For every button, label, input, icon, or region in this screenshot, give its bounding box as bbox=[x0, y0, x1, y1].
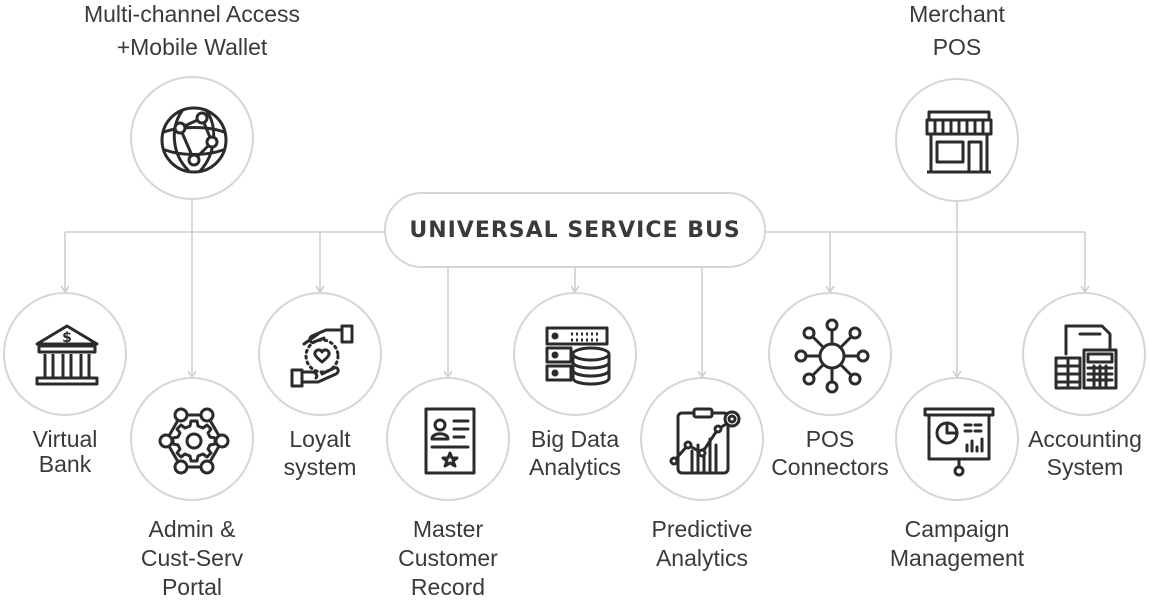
admin-portal-label: Admin & Cust-Serv Portal bbox=[140, 516, 244, 600]
database-server-icon bbox=[545, 326, 611, 386]
predictive-analytics-node bbox=[640, 377, 764, 501]
multichannel-node bbox=[130, 76, 254, 200]
pos-connectors-label: POS Connectors bbox=[771, 426, 889, 480]
analytics-clipboard-icon bbox=[669, 407, 741, 475]
hub-connectors-icon bbox=[794, 318, 870, 394]
accounting-system-label: Accounting System bbox=[1028, 426, 1142, 480]
pos-connectors-node bbox=[768, 292, 892, 416]
loyalty-system-node bbox=[258, 292, 382, 416]
admin-portal-node bbox=[130, 377, 254, 501]
universal-service-bus: UNIVERSAL SERVICE BUS bbox=[384, 192, 766, 268]
hexagon-gear-icon bbox=[158, 407, 230, 475]
virtual-bank-label: Virtual Bank bbox=[32, 426, 98, 477]
storefront-icon bbox=[925, 110, 993, 174]
campaign-management-node bbox=[895, 377, 1019, 501]
predictive-analytics-label: Predictive Analytics bbox=[651, 516, 753, 571]
presentation-board-icon bbox=[923, 407, 995, 477]
master-customer-record-node bbox=[386, 377, 510, 501]
accounting-system-node bbox=[1022, 292, 1146, 416]
big-data-analytics-label: Big Data Analytics bbox=[528, 426, 622, 480]
merchant-pos-node bbox=[895, 78, 1019, 202]
virtual-bank-node: $ bbox=[3, 292, 127, 416]
big-data-analytics-node bbox=[513, 292, 637, 416]
profile-document-icon bbox=[424, 407, 476, 475]
bank-icon: $ bbox=[35, 324, 99, 386]
campaign-management-label: Campaign Management bbox=[889, 516, 1025, 571]
multichannel-label: Multi-channel Access +Mobile Wallet bbox=[83, 1, 301, 60]
globe-network-icon bbox=[160, 106, 228, 174]
loyalty-system-label: Loyalt system bbox=[283, 426, 357, 480]
master-customer-record-label: Master Customer Record bbox=[398, 516, 498, 600]
hands-heart-icon bbox=[290, 324, 354, 388]
svg-text:$: $ bbox=[62, 330, 72, 346]
calculator-ledger-icon bbox=[1054, 324, 1118, 390]
merchant-pos-label: Merchant POS bbox=[909, 1, 1005, 60]
